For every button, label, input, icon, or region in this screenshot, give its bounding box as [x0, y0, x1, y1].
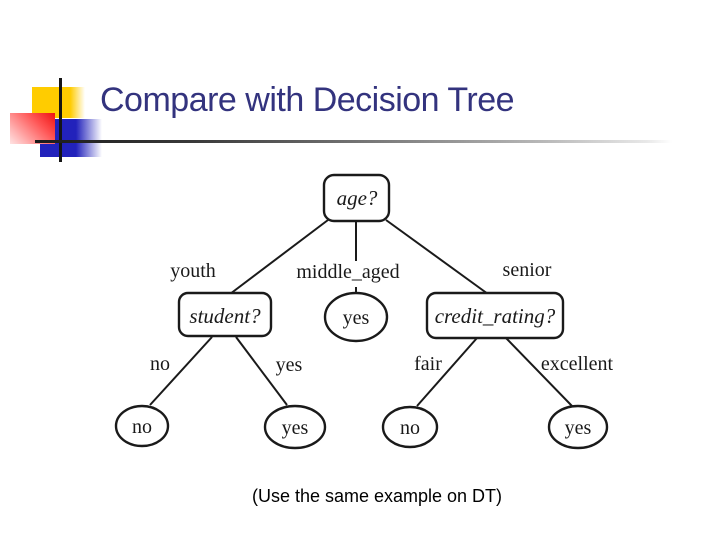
- slide-caption: (Use the same example on DT): [251, 486, 503, 506]
- edge-label-fair: fair: [414, 353, 442, 375]
- leaf-node-middle-yes-label: yes: [343, 307, 370, 329]
- edge-age-senior: [385, 219, 489, 295]
- edge-student-yes: [235, 336, 288, 406]
- decision-node-student: [177, 291, 273, 338]
- decision-node-age-label: age?: [337, 186, 378, 210]
- edge-age-youth: [229, 219, 329, 295]
- deco-red-square: [10, 113, 55, 144]
- leaf-node-no-1: [114, 404, 170, 448]
- edge-label-middle-aged: middle_aged: [296, 261, 399, 283]
- edge-credit-excellent: [505, 337, 573, 407]
- edge-label-yes: yes: [276, 354, 303, 376]
- leaf-node-no-1-label: no: [132, 416, 152, 438]
- edge-label-senior: senior: [503, 259, 552, 281]
- leaf-node-yes-2-label: yes: [565, 417, 592, 439]
- edge-student-no: [149, 336, 213, 406]
- edge-credit-fair: [416, 337, 478, 407]
- edge-label-no: no: [150, 353, 170, 375]
- leaf-node-no-2: [381, 405, 439, 449]
- leaf-node-no-2-label: no: [400, 417, 420, 439]
- leaf-node-yes-2: [547, 404, 609, 450]
- decision-node-student-label: student?: [189, 304, 261, 328]
- title-underline: [35, 140, 672, 143]
- leaf-node-yes-1-label: yes: [282, 417, 309, 439]
- slide-title: Compare with Decision Tree: [100, 81, 515, 119]
- edge-label-youth: youth: [170, 260, 216, 282]
- edge-label-excellent: excellent: [541, 353, 614, 375]
- leaf-node-middle-yes: [323, 291, 389, 343]
- leaf-node-yes-1: [263, 404, 327, 450]
- decision-node-credit-rating: [425, 291, 565, 340]
- deco-vertical-line: [59, 78, 62, 162]
- decision-node-credit-rating-label: credit_rating?: [435, 304, 556, 328]
- decision-node-age: [322, 173, 391, 223]
- deco-yellow-square: [32, 87, 85, 118]
